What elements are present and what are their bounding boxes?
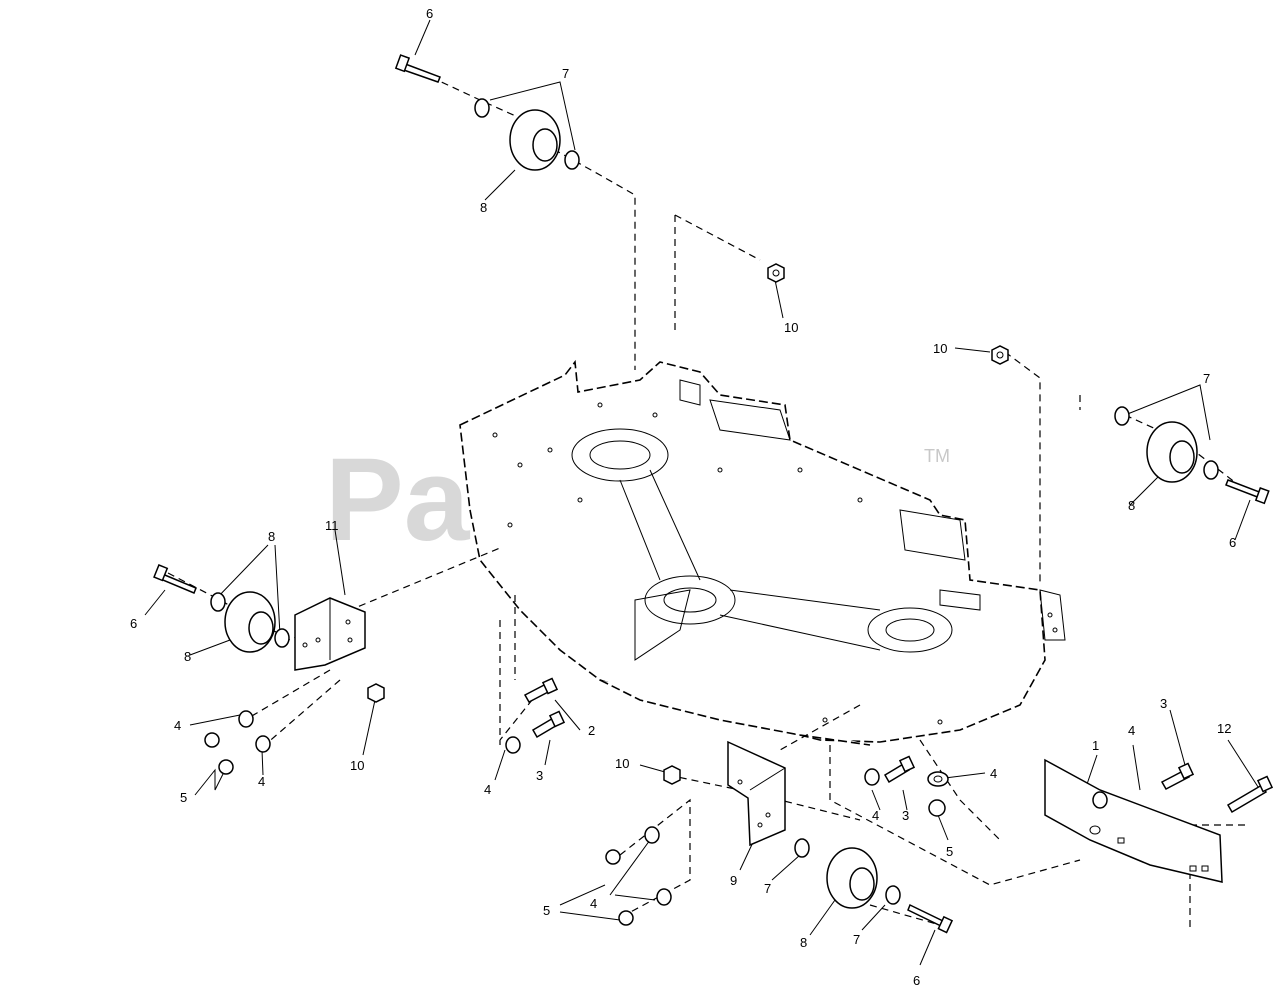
- callout-label: 6: [913, 973, 920, 988]
- callout-label: 2: [588, 723, 595, 738]
- right-wheel-washer-left: [1114, 406, 1130, 426]
- callout-label: 1: [1092, 738, 1099, 753]
- top-wheel-assembly: [394, 54, 580, 171]
- left-wheel-bracket: [294, 597, 366, 671]
- top-wheel-washer-left: [474, 98, 490, 118]
- front-wheel-bracket: [727, 740, 786, 847]
- callout-label: 4: [1128, 723, 1135, 738]
- left-wheel-washer-left: [210, 592, 226, 612]
- callout-label: 10: [350, 758, 364, 773]
- front-wheel-washer-right: [885, 885, 901, 905]
- callout-label: 10: [615, 756, 629, 771]
- front-wheel-assembly: [794, 838, 954, 934]
- right-center-hardware: [864, 755, 949, 817]
- left-hardware: [204, 683, 385, 775]
- callout-numbers: 6 7 8 10 10 7 8 6 11 8 6 8 4 5 4 10 2 4 …: [130, 6, 1236, 988]
- callout-label: 4: [174, 718, 181, 733]
- left-bracket-nut: [367, 683, 385, 703]
- callout-label: 8: [1128, 498, 1135, 513]
- top-nut: [767, 263, 785, 283]
- callout-label: 3: [536, 768, 543, 783]
- callout-label: 11: [325, 518, 339, 533]
- callout-label: 10: [784, 320, 798, 335]
- mower-deck: [459, 359, 1066, 746]
- callout-label: 5: [946, 844, 953, 859]
- callout-label: 8: [268, 529, 275, 544]
- callout-label: 3: [902, 808, 909, 823]
- callout-label: 8: [184, 649, 191, 664]
- center-bolts: [505, 677, 566, 754]
- callout-label: 6: [130, 616, 137, 631]
- front-hardware: [605, 765, 681, 926]
- left-wheel-assembly: [153, 564, 290, 653]
- right-wheel-assembly: [1114, 406, 1270, 505]
- baffle-hardware: [1092, 762, 1274, 814]
- front-wheel-washer-left: [794, 838, 810, 858]
- callout-label: 7: [764, 881, 771, 896]
- callout-label: 4: [590, 896, 597, 911]
- callout-label: 4: [258, 774, 265, 789]
- callout-label: 7: [1203, 371, 1210, 386]
- callout-label: 4: [990, 766, 997, 781]
- right-nut: [991, 345, 1009, 365]
- callout-label: 6: [1229, 535, 1236, 550]
- callout-label: 4: [484, 782, 491, 797]
- callout-label: 4: [872, 808, 879, 823]
- callout-label: 9: [730, 873, 737, 888]
- callout-label: 8: [800, 935, 807, 950]
- callout-label: 8: [480, 200, 487, 215]
- callout-label: 7: [562, 66, 569, 81]
- right-wheel-bolt: [1225, 479, 1263, 499]
- watermark-trademark: TM: [924, 446, 950, 466]
- callout-label: 6: [426, 6, 433, 21]
- top-wheel-washer-right: [564, 150, 580, 170]
- front-wheel-bolt: [907, 903, 946, 929]
- callout-label: 12: [1217, 721, 1231, 736]
- callout-label: 5: [543, 903, 550, 918]
- rear-baffle: [1044, 758, 1223, 883]
- callout-label: 10: [933, 341, 947, 356]
- callout-label: 7: [853, 932, 860, 947]
- callout-label: 3: [1160, 696, 1167, 711]
- callout-label: 5: [180, 790, 187, 805]
- left-wheel-washer-right: [274, 628, 290, 648]
- right-wheel-washer-right: [1203, 460, 1219, 480]
